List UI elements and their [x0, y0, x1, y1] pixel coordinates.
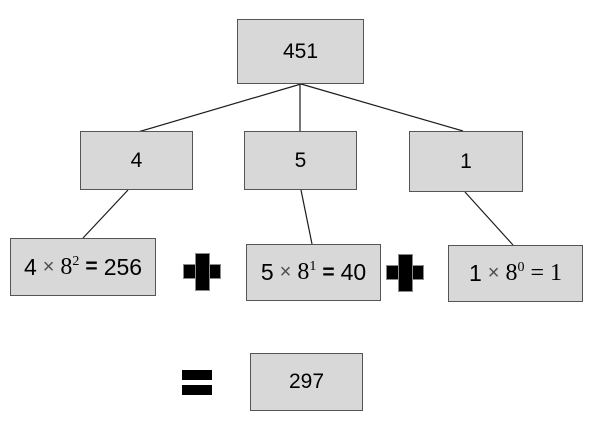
equals-symbol: =	[85, 255, 98, 278]
times-symbol: ×	[487, 262, 500, 284]
term-result: 40	[340, 259, 367, 285]
digit-node-5: 5	[244, 131, 357, 190]
power-term: 81	[297, 259, 316, 286]
edge-digit-5-to-expansion	[300, 189, 313, 245]
equals-symbol: =	[322, 260, 335, 284]
total-value: 297	[288, 370, 325, 393]
expansion-box-hundreds: 4 × 82 = 256	[10, 238, 156, 296]
power-term: 80	[505, 260, 524, 287]
digit-value: 1	[460, 149, 472, 173]
edge-digit-1-to-expansion	[464, 191, 514, 246]
times-symbol: ×	[42, 255, 55, 278]
base: 8	[60, 253, 73, 280]
times-symbol: ×	[279, 261, 292, 283]
equals-symbol: =	[530, 260, 545, 286]
coefficient: 5	[260, 259, 274, 285]
coefficient: 4	[23, 253, 37, 280]
term-result: 256	[103, 253, 143, 280]
equals-operator	[182, 370, 212, 395]
digit-value: 4	[130, 148, 143, 172]
expansion-box-ones: 1 × 80 = 1	[448, 245, 583, 302]
plus-operator	[386, 254, 424, 292]
exponent: 1	[309, 259, 317, 274]
power-term: 82	[60, 254, 79, 281]
digit-node-4: 4	[80, 131, 193, 190]
coefficient: 1	[468, 260, 482, 286]
plus-operator	[183, 253, 221, 291]
base: 8	[297, 259, 310, 285]
expansion-box-tens: 5 × 81 = 40	[246, 244, 381, 301]
term-result: 1	[550, 260, 563, 286]
root-node: 451	[237, 19, 364, 84]
base: 8	[505, 260, 518, 286]
total-node: 297	[250, 353, 363, 411]
edge-digit-4-to-expansion	[82, 189, 129, 239]
edge-root-to-digit-4	[137, 83, 302, 133]
exponent: 2	[72, 253, 80, 269]
exponent: 0	[517, 260, 525, 275]
root-value: 451	[282, 39, 319, 63]
digit-node-1: 1	[409, 131, 523, 192]
edge-root-to-digit-1	[300, 83, 464, 132]
digit-value: 5	[294, 148, 307, 172]
